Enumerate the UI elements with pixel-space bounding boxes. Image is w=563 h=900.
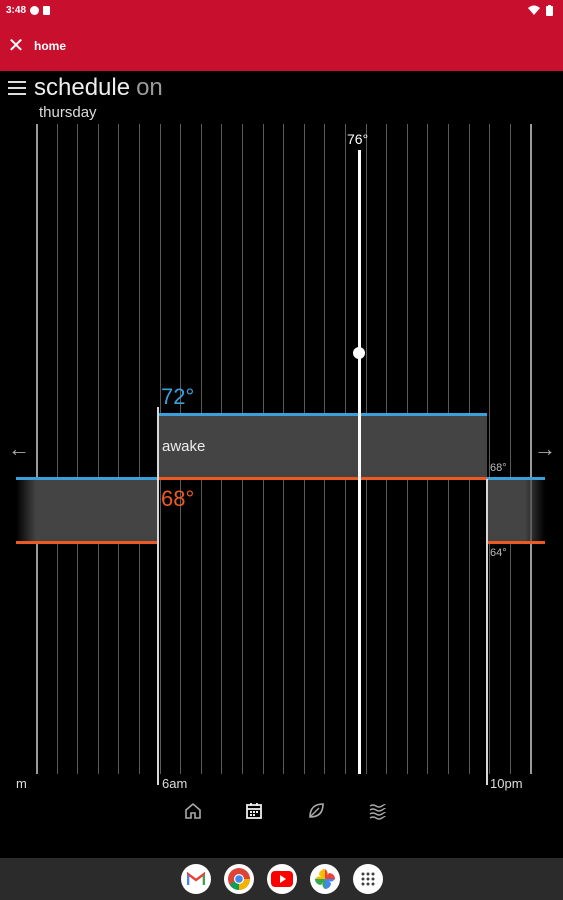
heat-setpoint-line — [16, 541, 158, 544]
menu-icon[interactable] — [8, 81, 26, 95]
next-day-arrow-icon[interactable]: → — [534, 436, 556, 461]
time-label-start: 6am — [162, 776, 188, 791]
heat-setpoint-line[interactable] — [158, 477, 487, 480]
status-bar: 3:48 — [0, 0, 563, 20]
gmail-app-icon[interactable] — [180, 864, 211, 894]
awake-low-temp: 68° — [161, 486, 195, 511]
hvac-waves-icon[interactable] — [364, 798, 390, 824]
home-icon[interactable] — [180, 798, 206, 824]
hour-gridline — [139, 124, 140, 774]
heat-setpoint-line — [487, 541, 545, 544]
schedule-icon[interactable] — [241, 798, 267, 824]
period-divider-start[interactable] — [157, 407, 159, 785]
youtube-app-icon[interactable] — [266, 864, 297, 894]
time-label-left: m — [16, 776, 27, 791]
status-time: 3:48 — [6, 4, 27, 16]
hour-gridline — [510, 124, 511, 774]
period-band-night-left[interactable] — [16, 479, 158, 543]
time-label-end: 10pm — [490, 776, 523, 791]
night-high-temp: 68° — [490, 462, 507, 474]
cool-setpoint-line[interactable] — [158, 413, 487, 416]
period-band-awake[interactable] — [158, 415, 487, 479]
day-label: thursday — [39, 104, 97, 121]
current-time-line — [358, 150, 361, 774]
bottom-nav — [180, 798, 390, 824]
photos-app-icon[interactable] — [309, 864, 340, 894]
hour-gridline — [36, 124, 38, 774]
awake-high-temp: 72° — [161, 384, 195, 409]
hour-gridline — [530, 124, 532, 774]
notification-icon — [30, 5, 40, 15]
close-icon[interactable]: ✕ — [7, 34, 25, 57]
hour-gridline — [57, 124, 58, 774]
sim-icon — [43, 5, 51, 15]
cool-setpoint-line — [487, 477, 545, 480]
current-time-knob[interactable] — [353, 347, 365, 359]
wifi-icon — [528, 5, 540, 15]
period-band-night-right[interactable] — [487, 479, 545, 543]
schedule-title: schedule — [34, 74, 131, 101]
period-divider-end[interactable] — [486, 479, 488, 785]
app-bar: ✕ home — [0, 20, 563, 71]
app-drawer-icon[interactable] — [352, 864, 383, 894]
chrome-app-icon[interactable] — [223, 864, 254, 894]
hour-gridline — [118, 124, 119, 774]
night-low-temp: 64° — [490, 547, 507, 559]
schedule-state-toggle[interactable]: on — [136, 74, 163, 101]
hour-gridline — [489, 124, 490, 774]
previous-day-arrow-icon[interactable]: ← — [8, 436, 30, 461]
app-dock — [0, 858, 563, 900]
hour-gridline — [77, 124, 78, 774]
eco-leaf-icon[interactable] — [303, 798, 329, 824]
hour-gridline — [98, 124, 99, 774]
awake-period-label: awake — [162, 438, 206, 455]
app-bar-title: home — [34, 38, 67, 53]
battery-icon — [546, 4, 553, 16]
cool-setpoint-line — [16, 477, 158, 480]
current-temp: 76° — [347, 131, 369, 147]
